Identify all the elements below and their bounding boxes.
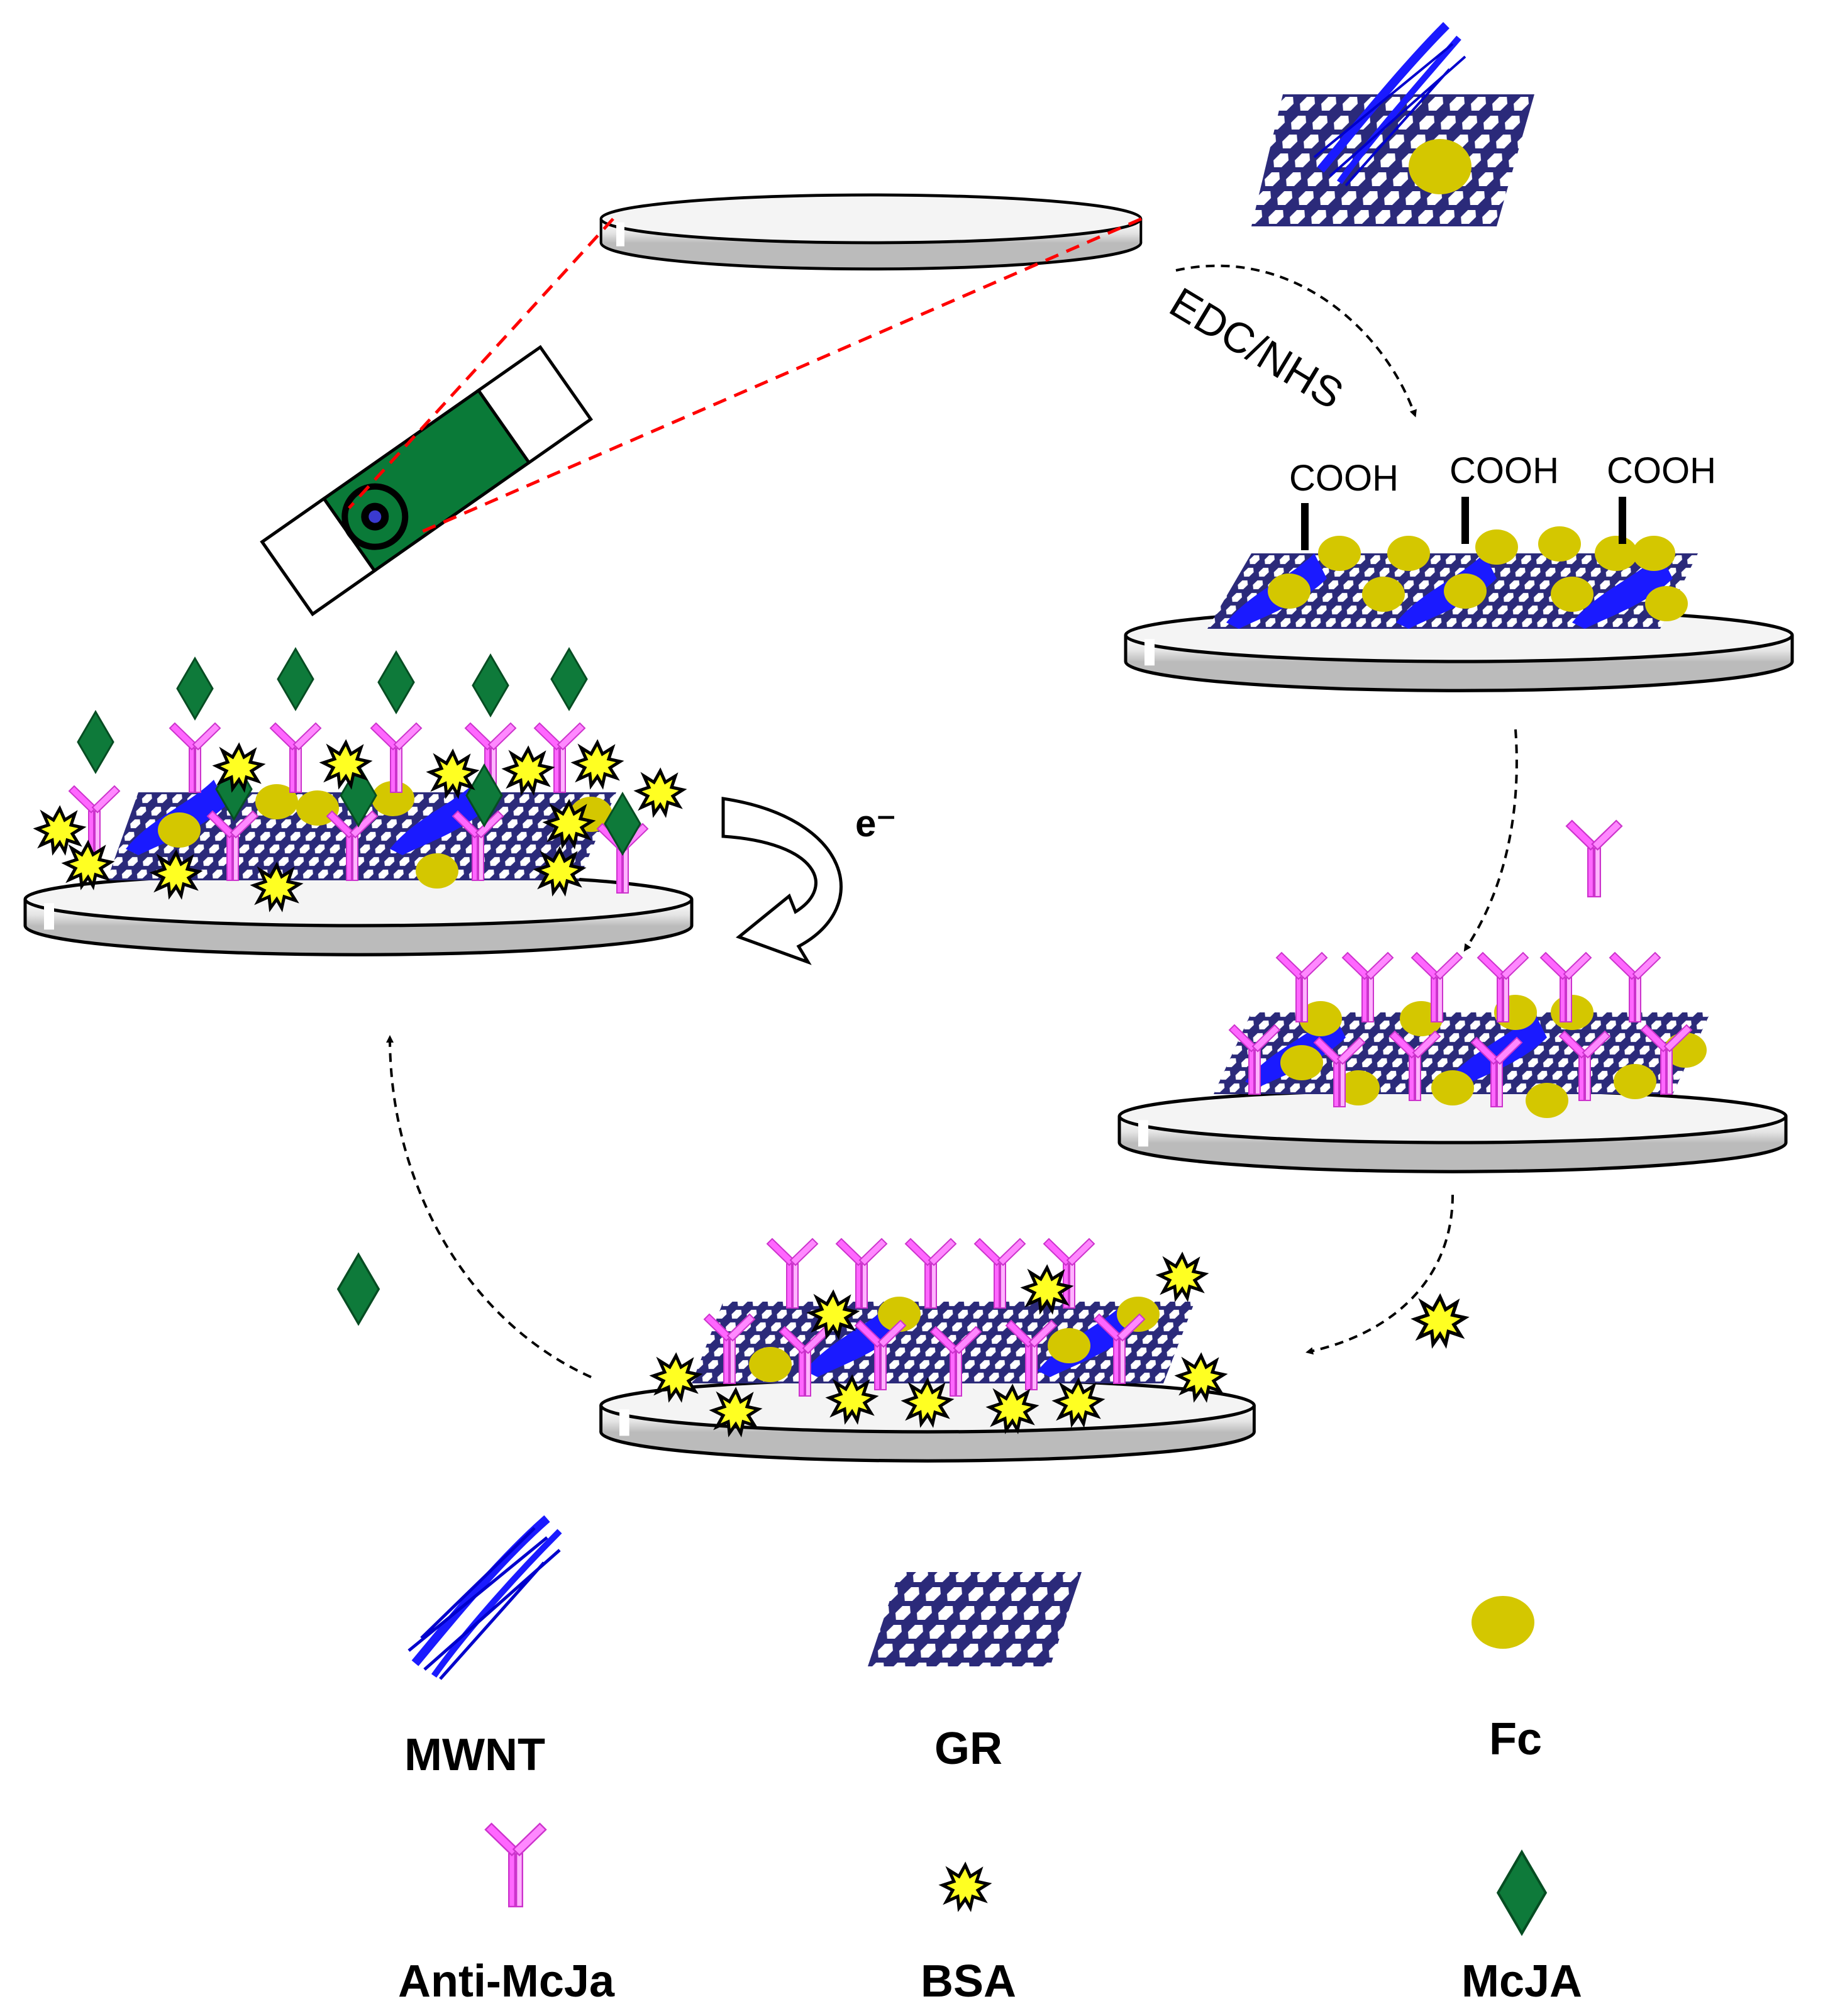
step-arrow-bsa xyxy=(1305,1194,1465,1355)
top-electrode-disk xyxy=(601,195,1141,269)
screen-printed-electrode xyxy=(260,345,593,616)
legend-label-bsa: BSA xyxy=(921,1956,1016,2007)
step-arrow-antibody xyxy=(1463,729,1623,952)
legend: MWNT GR Fc Anti-McJa BSA McJA xyxy=(398,1515,1582,2007)
antibody-icon xyxy=(484,1822,547,1908)
mwnt-icon xyxy=(407,1515,562,1680)
electron-transfer-arrow: e⁻ xyxy=(721,797,896,965)
cooh-label-2: COOH xyxy=(1449,450,1559,491)
graphene-icon xyxy=(868,1572,1082,1666)
electrode-stage-cooh: COOH COOH COOH xyxy=(1126,450,1792,690)
bsa-star-icon xyxy=(943,1865,988,1908)
step-arrow-edc-nhs: EDC/NHS xyxy=(1161,264,1417,418)
legend-label-fc: Fc xyxy=(1489,1714,1542,1764)
antigen-reagent-icon xyxy=(337,1253,380,1325)
cooh-label-3: COOH xyxy=(1607,450,1716,491)
step-arrow-antigen xyxy=(337,1035,592,1378)
electron-label: e⁻ xyxy=(855,802,896,845)
zoom-guide-lines xyxy=(348,217,1142,535)
gr-mwnt-fc-composite xyxy=(1251,22,1534,226)
cooh-label-1: COOH xyxy=(1289,458,1399,499)
electrode-stage-bsa xyxy=(601,1238,1255,1461)
ferrocene-dot-icon xyxy=(1471,1596,1534,1649)
antibody-reagent-icon xyxy=(1565,819,1623,898)
legend-label-mwnt: MWNT xyxy=(404,1730,545,1780)
legend-label-antibody: Anti-McJa xyxy=(398,1956,615,2007)
legend-label-gr: GR xyxy=(934,1724,1002,1774)
electrode-stage-immunocomplex xyxy=(25,648,692,955)
antigen-diamond-icon xyxy=(1498,1852,1546,1934)
electrode-stage-antibody xyxy=(1119,952,1786,1171)
bsa-reagent-icon xyxy=(1415,1297,1465,1344)
legend-label-antigen: McJA xyxy=(1461,1956,1582,2007)
